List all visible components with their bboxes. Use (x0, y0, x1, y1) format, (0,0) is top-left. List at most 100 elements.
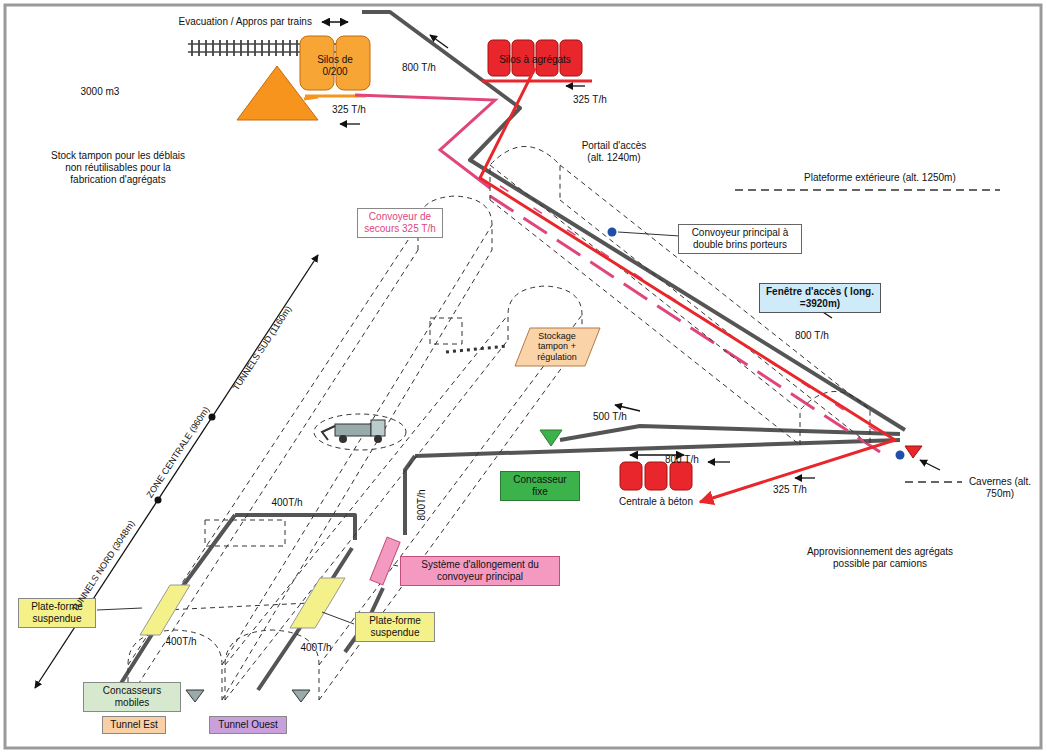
box-text: Convoyeur principal à double brins porte… (683, 227, 797, 251)
access-tunnel-part (490, 200, 800, 445)
box-text: Tunnel Ouest (214, 719, 282, 731)
main-conveyor (118, 12, 905, 690)
crusher-box: Concasseur fixe (500, 471, 580, 501)
flow-arrows-part (920, 460, 940, 470)
main-tunnels-part (430, 318, 462, 344)
conveyor-junction-part (905, 446, 922, 458)
suspended-platforms-part (97, 608, 142, 610)
access-tunnel-part (560, 200, 870, 445)
red-silos (482, 40, 592, 81)
main-tunnels-part (319, 340, 582, 700)
crusher-fixed-icon-part (540, 430, 562, 446)
silo-label: Silos à agrégats (488, 52, 582, 68)
suspended-platforms-part (322, 612, 354, 624)
box-text: Concasseur fixe (505, 474, 575, 498)
main-tunnels-part (222, 250, 492, 700)
loader-icon-part (322, 426, 335, 440)
backup-conveyor-part (355, 95, 495, 188)
axis-arrow-part (209, 414, 216, 421)
box-text: Concasseurs mobiles (88, 685, 176, 709)
box-text: Fenêtre d'accès ( long. =3920m) (764, 286, 876, 310)
outside-platform-part (735, 189, 1000, 191)
storage-area (446, 328, 600, 366)
tunnel-tag: Tunnel Est (102, 716, 166, 734)
main-conveyor-part (258, 548, 352, 690)
backup-conveyor (355, 95, 890, 452)
main-conveyor-part (560, 426, 900, 440)
flow-rate: 800 T/h (665, 454, 699, 466)
flow-arrows-part (708, 461, 730, 462)
axis-arrow-part (155, 497, 162, 504)
frame (5, 5, 1041, 748)
frame-part (5, 5, 1041, 748)
extension-device-part (370, 537, 400, 585)
crusher-box: Concasseurs mobiles (83, 682, 181, 712)
flow-arrows-part (615, 405, 640, 411)
loader-icon-part (371, 420, 385, 436)
main-tunnels (128, 196, 582, 700)
box-text: Silos de 0/200 (306, 54, 364, 78)
extension-device (370, 537, 400, 585)
note-text: Approvisionnement des agrégats possible … (796, 546, 964, 570)
concrete-plant-icon-part (620, 462, 642, 490)
flow-rate: 400T/h (301, 642, 332, 654)
box-text: Silos à agrégats (492, 54, 578, 66)
flow-rate: 800T/h (415, 489, 427, 520)
flow-rate: 325 T/h (573, 94, 607, 106)
concrete-plant-icon-part (670, 462, 692, 490)
main-conveyor-part (415, 440, 900, 456)
flow-rate: 400T/h (166, 636, 197, 648)
access-tunnel-part (490, 165, 800, 410)
device-box: Système d'allongement du convoyeur princ… (400, 556, 560, 586)
orange-silos (300, 22, 370, 96)
conveyor-box: Convoyeur de secours 325 T/h (357, 208, 443, 238)
suspended-platforms-part (290, 578, 345, 628)
red-silos-part (482, 80, 592, 83)
portal-label: Portail d'accès (alt. 1240m) (572, 140, 656, 164)
main-tunnels-part (225, 340, 508, 700)
loader-icon-part (374, 435, 382, 443)
box-text: Plate-forme suspendue (360, 615, 430, 639)
level-label: Cavernes (alt. 750m) (963, 476, 1037, 500)
mobile-crusher-icons-part (186, 690, 204, 702)
volume-label: 3000 m3 (81, 86, 120, 98)
section-label: ZONE CENTRALE (960m) (144, 404, 211, 499)
mobile-crusher-icons (186, 690, 310, 702)
loader-icon-part (335, 424, 371, 436)
main-conveyor-part (405, 456, 415, 535)
concrete-plant-icon-part (645, 462, 667, 490)
flow-rate: 400T/h (272, 497, 303, 509)
storage-label: Stockage tampon + régulation (518, 329, 596, 365)
tunnel-tag: Tunnel Ouest (209, 716, 287, 734)
conveyor-junction-part (618, 232, 680, 236)
flow-rate: 325 T/h (332, 104, 366, 116)
storage-area-part (446, 346, 508, 352)
box-text: Stockage tampon + régulation (522, 331, 592, 363)
note-text: Stock tampon pour les déblais non réutil… (48, 150, 188, 186)
flow-rate: 800 T/h (795, 330, 829, 342)
flow-arrows-part (795, 477, 815, 478)
suspended-platforms-part (140, 585, 190, 635)
main-tunnels-part (205, 520, 285, 546)
section-label: TUNNELS SUD (1160m) (230, 304, 293, 393)
main-conveyor-part (362, 12, 905, 430)
extension-device-part (393, 565, 398, 566)
mobile-crusher-icons-part (292, 690, 310, 702)
box-text: Système d'allongement du convoyeur princ… (405, 559, 555, 583)
conveyor-junction-part (896, 451, 905, 460)
main-tunnels-part (225, 315, 508, 665)
conveyor-junction (608, 228, 923, 460)
main-conveyor-part (118, 515, 235, 688)
box-text: Centrale à béton (616, 496, 696, 508)
main-conveyor-part (235, 515, 355, 540)
level-label: Plateforme extérieure (alt. 1250m) (804, 172, 956, 184)
conveyor-junction-part (608, 228, 617, 237)
main-tunnels-part (222, 225, 492, 665)
flow-arrows-part (566, 85, 585, 86)
loader-icon-part (339, 435, 347, 443)
backup-conveyor-part (490, 196, 880, 452)
note-text: Evacuation / Appros par trains (179, 16, 312, 28)
main-tunnels-part (319, 315, 582, 665)
